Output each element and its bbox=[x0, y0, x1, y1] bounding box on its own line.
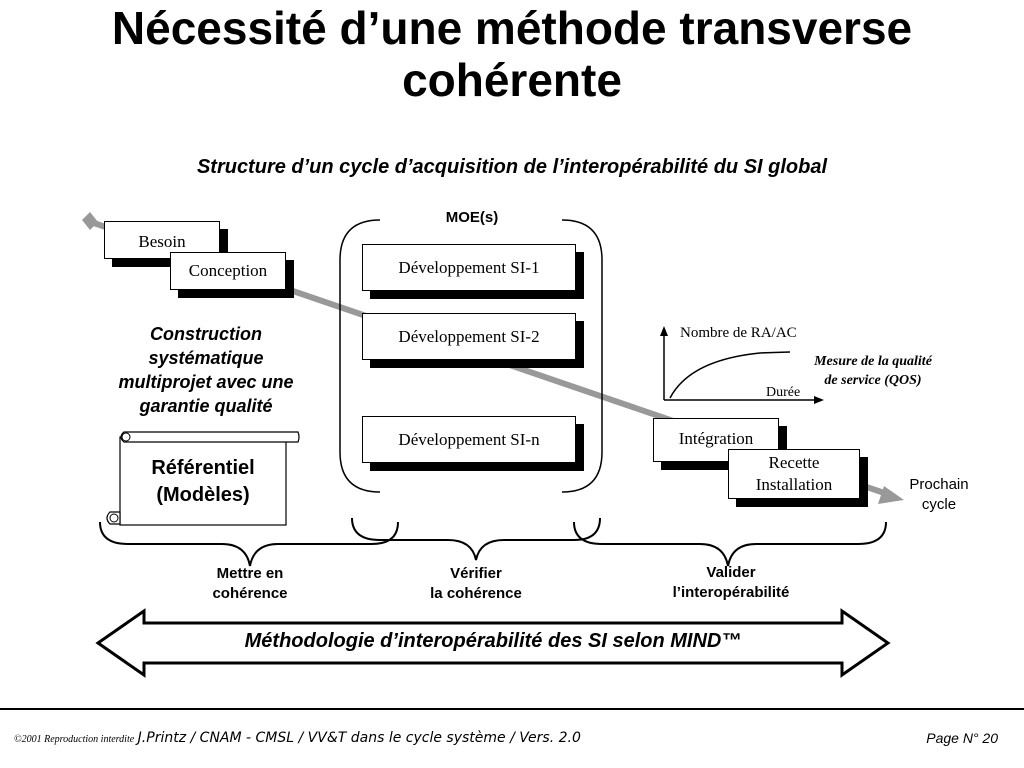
qos-x-arrow bbox=[814, 396, 824, 404]
referentiel-text: Référentiel (Modèles) bbox=[120, 455, 286, 509]
qos-caption-line-2: de service (QOS) bbox=[824, 373, 922, 388]
footer-page-number: Page N° 20 bbox=[926, 730, 998, 746]
construction-line-1: Construction bbox=[150, 324, 262, 344]
brace-middle-line-1: Vérifier bbox=[450, 565, 502, 582]
footer-copyright: ©2001 Reproduction interdite bbox=[14, 734, 135, 745]
footer-left: ©2001 Reproduction interdite J.Printz / … bbox=[14, 730, 581, 747]
box-dev-si-n-label: Développement SI-n bbox=[398, 429, 540, 449]
box-dev-si-n: Développement SI-n bbox=[362, 416, 576, 463]
qos-y-label: Nombre de RA/AC bbox=[680, 325, 797, 341]
box-besoin-label: Besoin bbox=[138, 232, 186, 251]
referentiel-scroll-curl-top bbox=[121, 432, 131, 442]
box-conception-label: Conception bbox=[188, 261, 268, 280]
title-line-2: cohérente bbox=[402, 54, 622, 106]
brace-right-line-1: Valider bbox=[706, 564, 756, 581]
moe-bracket-left bbox=[339, 219, 381, 493]
construction-line-3: multiprojet avec une bbox=[118, 372, 294, 392]
box-dev-si-1: Développement SI-1 bbox=[362, 244, 576, 291]
referentiel-line-2: (Modèles) bbox=[156, 484, 250, 506]
prochain-line-1: Prochain bbox=[909, 476, 969, 493]
box-recette-line-2: Installation bbox=[755, 475, 833, 494]
methodology-arrow bbox=[95, 608, 891, 678]
brace-left-line-1: Mettre en bbox=[216, 565, 284, 582]
brace-right-line-2: l’interopérabilité bbox=[672, 584, 790, 601]
timeline-arrowhead bbox=[878, 486, 904, 504]
box-integration-label: Intégration bbox=[678, 429, 754, 448]
brace-middle-line-2: la cohérence bbox=[430, 585, 522, 602]
moe-label: MOE(s) bbox=[445, 209, 499, 226]
brace-right-label: Valider l’interopérabilité bbox=[636, 563, 826, 603]
subtitle: Structure d’un cycle d’acquisition de l’… bbox=[196, 156, 828, 178]
footer-rule bbox=[0, 708, 1024, 710]
footer-text: J.Printz / CNAM - CMSL / VV&T dans le cy… bbox=[137, 730, 581, 746]
brace-left-line-2: cohérence bbox=[212, 585, 288, 602]
construction-line-4: garantie qualité bbox=[139, 396, 273, 416]
construction-text: Construction systématique multiprojet av… bbox=[86, 322, 326, 418]
moe-bracket-right bbox=[561, 219, 603, 493]
prochain-cycle-label: Prochain cycle bbox=[896, 475, 982, 515]
qos-curve bbox=[669, 351, 791, 399]
brace-left bbox=[99, 521, 399, 567]
qos-x-label: Durée bbox=[766, 385, 801, 400]
box-dev-si-1-label: Développement SI-1 bbox=[398, 257, 540, 277]
methodology-banner-text: Méthodologie d’interopérabilité des SI s… bbox=[244, 630, 742, 652]
box-conception: Conception bbox=[170, 252, 286, 290]
qos-caption-line-1: Mesure de la qualité bbox=[814, 354, 932, 369]
page-title: Nécessité d’une méthode transverse cohér… bbox=[0, 2, 1024, 106]
title-line-1: Nécessité d’une méthode transverse bbox=[111, 2, 913, 54]
referentiel-scroll-top bbox=[120, 431, 300, 443]
box-recette: Recette Installation bbox=[728, 449, 860, 499]
box-recette-line-1: Recette bbox=[768, 453, 820, 472]
brace-right bbox=[573, 521, 887, 567]
referentiel-line-1: Référentiel bbox=[151, 457, 255, 479]
brace-middle bbox=[351, 517, 601, 561]
qos-y-arrow bbox=[660, 326, 668, 336]
construction-line-2: systématique bbox=[148, 348, 264, 368]
brace-middle-label: Vérifier la cohérence bbox=[396, 564, 556, 604]
timeline-start-marker bbox=[82, 212, 98, 230]
qos-caption: Mesure de la qualité de service (QOS) bbox=[790, 352, 956, 390]
prochain-line-2: cycle bbox=[921, 496, 957, 513]
box-dev-si-2-label: Développement SI-2 bbox=[398, 326, 540, 346]
referentiel-scroll-curl-bottom bbox=[109, 513, 119, 523]
brace-left-label: Mettre en cohérence bbox=[170, 564, 330, 604]
box-dev-si-2: Développement SI-2 bbox=[362, 313, 576, 360]
